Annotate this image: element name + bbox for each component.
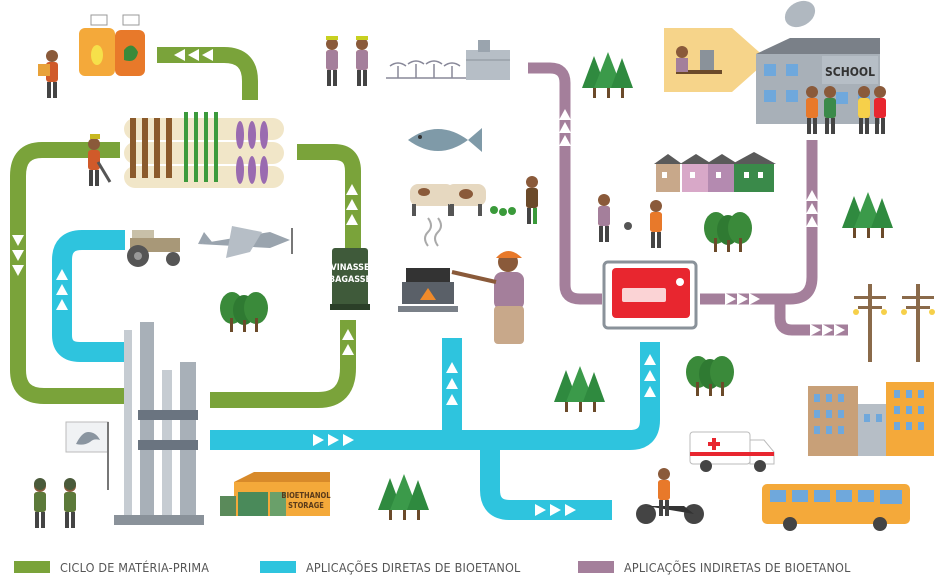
irrigation-pipe-icon [386,60,470,79]
ethanol-generator-icon [602,260,698,330]
students-icon [806,86,886,134]
pine-trees-icon [378,474,429,520]
seed-jars-icon [79,14,145,76]
legend-item-indirect: APLICAÇÕES INDIRETAS DE BIOETANOL [577,559,876,575]
raw-material-cycle-path [10,47,361,408]
legend-label-indirect: APLICAÇÕES INDIRETAS DE BIOETANOL [623,559,851,575]
tractor-icon [127,230,180,267]
tree-cluster-icon [220,292,268,332]
farmer-with-shovel-icon [88,134,112,186]
cooking-woman-icon [451,251,524,344]
power-poles-icon [853,284,935,362]
tree-cluster-lower-icon [686,356,734,396]
fish-icon [408,128,482,152]
water-treatment-tank-icon [466,40,510,80]
crop-duster-plane-icon [198,226,293,258]
indirect-applications-path [528,62,848,336]
crop-field-icon [124,112,284,188]
pine-trees-top-icon [582,52,633,98]
computer-user-callout-icon [664,28,768,92]
soldiers-icon [34,478,76,528]
houses-icon [654,152,776,192]
hand-flag-icon [65,421,109,490]
legend-swatch-indirect [577,561,614,573]
legend-swatch-direct [259,561,296,573]
tree-cluster-right-icon [704,212,752,252]
pine-trees-lower-icon [554,366,605,412]
school-sign-label: SCHOOL [825,65,875,79]
legend: CICLO DE MATÉRIA-PRIMA APLICAÇÕES DIRETA… [14,556,910,578]
herder-icon [526,176,538,224]
children-playing-icon [598,194,662,248]
city-buildings-icon [808,382,934,456]
direct-applications-path [52,230,660,520]
legend-item-direct: APLICAÇÕES DIRETAS DE BIOETANOL [259,559,544,575]
cows-icon [410,184,516,216]
legend-label-raw-material: CICLO DE MATÉRIA-PRIMA [60,559,210,575]
legend-item-raw-material: CICLO DE MATÉRIA-PRIMA [14,560,226,575]
vinasse-bagasse-container-icon [330,248,370,310]
pine-trees-right-icon [842,192,893,238]
legend-label-direct: APLICAÇÕES DIRETAS DE BIOETANOL [305,559,521,575]
ambulance-icon [689,431,775,472]
legend-swatch-raw-material [14,561,50,573]
bioethanol-storage-building-icon [220,472,330,516]
vinasse-label: VINASSE [330,263,369,273]
storage-label: STORAGE [288,501,324,510]
distillery-columns-icon [114,322,204,525]
bioethanol-label: BIOETHANOL [281,491,331,500]
workers-icon [326,36,368,86]
bagasse-label: BAGASSE [329,275,371,285]
cooking-stove-icon [398,217,458,312]
farmer-carrying-box-icon [38,50,58,98]
bus-icon [762,484,910,531]
motorcycle-rider-icon [636,468,704,524]
